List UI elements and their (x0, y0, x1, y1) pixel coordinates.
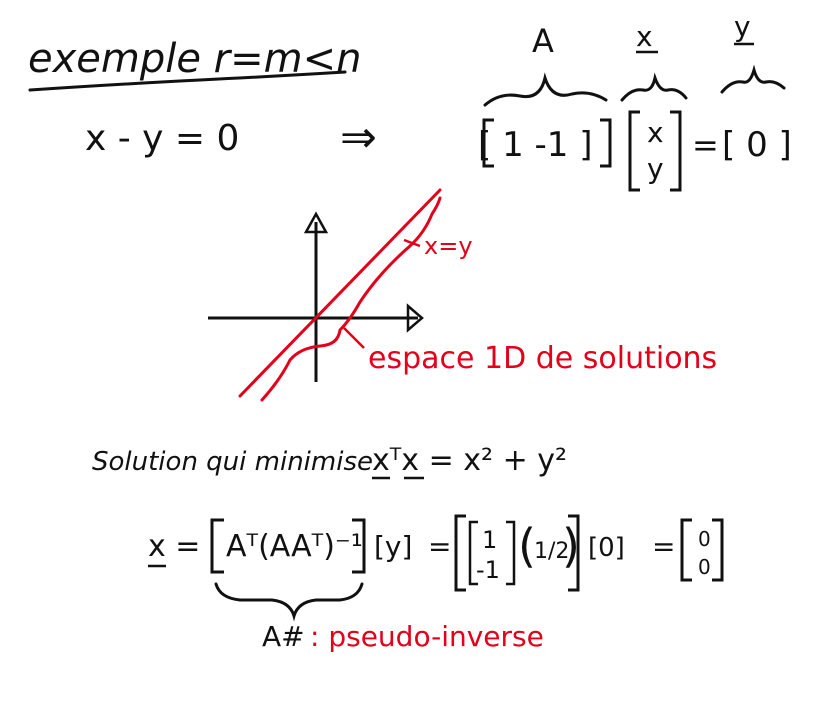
result-right-bracket (712, 518, 724, 582)
x-axis-arrow (406, 303, 424, 333)
outer-left-bracket (454, 514, 466, 592)
vec-right-bracket (506, 520, 516, 586)
line-label-pointer (403, 238, 421, 248)
zero-term: [0] (588, 533, 625, 563)
matrix-A-left-bracket (482, 118, 494, 168)
line-label: x=y (424, 232, 473, 260)
vec-top: 1 (482, 526, 497, 554)
vector-x-bottom: y (647, 152, 664, 185)
vector-x-top: x (647, 116, 664, 149)
half-paren-right: ) (562, 519, 580, 573)
brace-y (720, 64, 786, 94)
vector-x-left-bracket (628, 110, 640, 192)
title-underline (28, 70, 347, 92)
y-term: [y] (374, 530, 412, 563)
label-x: x (636, 20, 653, 53)
result-bottom: 0 (698, 555, 711, 579)
minimise-prefix: Solution qui minimise (92, 447, 373, 477)
brace-x (620, 72, 688, 102)
matrix-A-right-bracket (600, 118, 612, 168)
matrix-equals: = (692, 126, 719, 164)
minimise-expr: xᵀx = x² + y² (372, 443, 567, 478)
space-label-pointer (343, 327, 365, 349)
result-left-bracket (680, 518, 692, 582)
half-paren-left: ( (518, 519, 536, 573)
space-label: espace 1D de solutions (368, 341, 717, 376)
vec-left-bracket (468, 520, 478, 586)
pseudo-label: A# (262, 620, 305, 653)
solution-lhs: x = (148, 529, 200, 564)
pinv-right-bracket (352, 518, 366, 574)
label-A: A (532, 22, 554, 60)
pinv-left-bracket (210, 518, 224, 574)
half-frac: 1/2 (534, 539, 569, 564)
pseudo-text: : pseudo-inverse (310, 620, 544, 653)
result-top: 0 (698, 527, 711, 551)
brace-A (483, 72, 608, 107)
equation-text: x - y = 0 (85, 118, 239, 159)
pinv-brace (214, 582, 364, 622)
outer-right-bracket (568, 514, 580, 592)
implies-symbol: ⇒ (340, 112, 377, 163)
solution-eq2: = (652, 530, 675, 563)
solution-eq1: = (428, 530, 451, 563)
solution-brace (260, 196, 442, 402)
matrix-A-row: [ 1 -1 ] (478, 125, 592, 165)
pinv-expr: Aᵀ(AAᵀ)⁻¹ (226, 529, 363, 564)
solution-line (238, 188, 442, 398)
label-y: y (734, 10, 751, 43)
vector-x-right-bracket (670, 110, 682, 192)
vec-bottom: -1 (476, 556, 500, 584)
y-axis-arrow (303, 211, 329, 234)
matrix-rhs: [ 0 ] (722, 125, 792, 165)
